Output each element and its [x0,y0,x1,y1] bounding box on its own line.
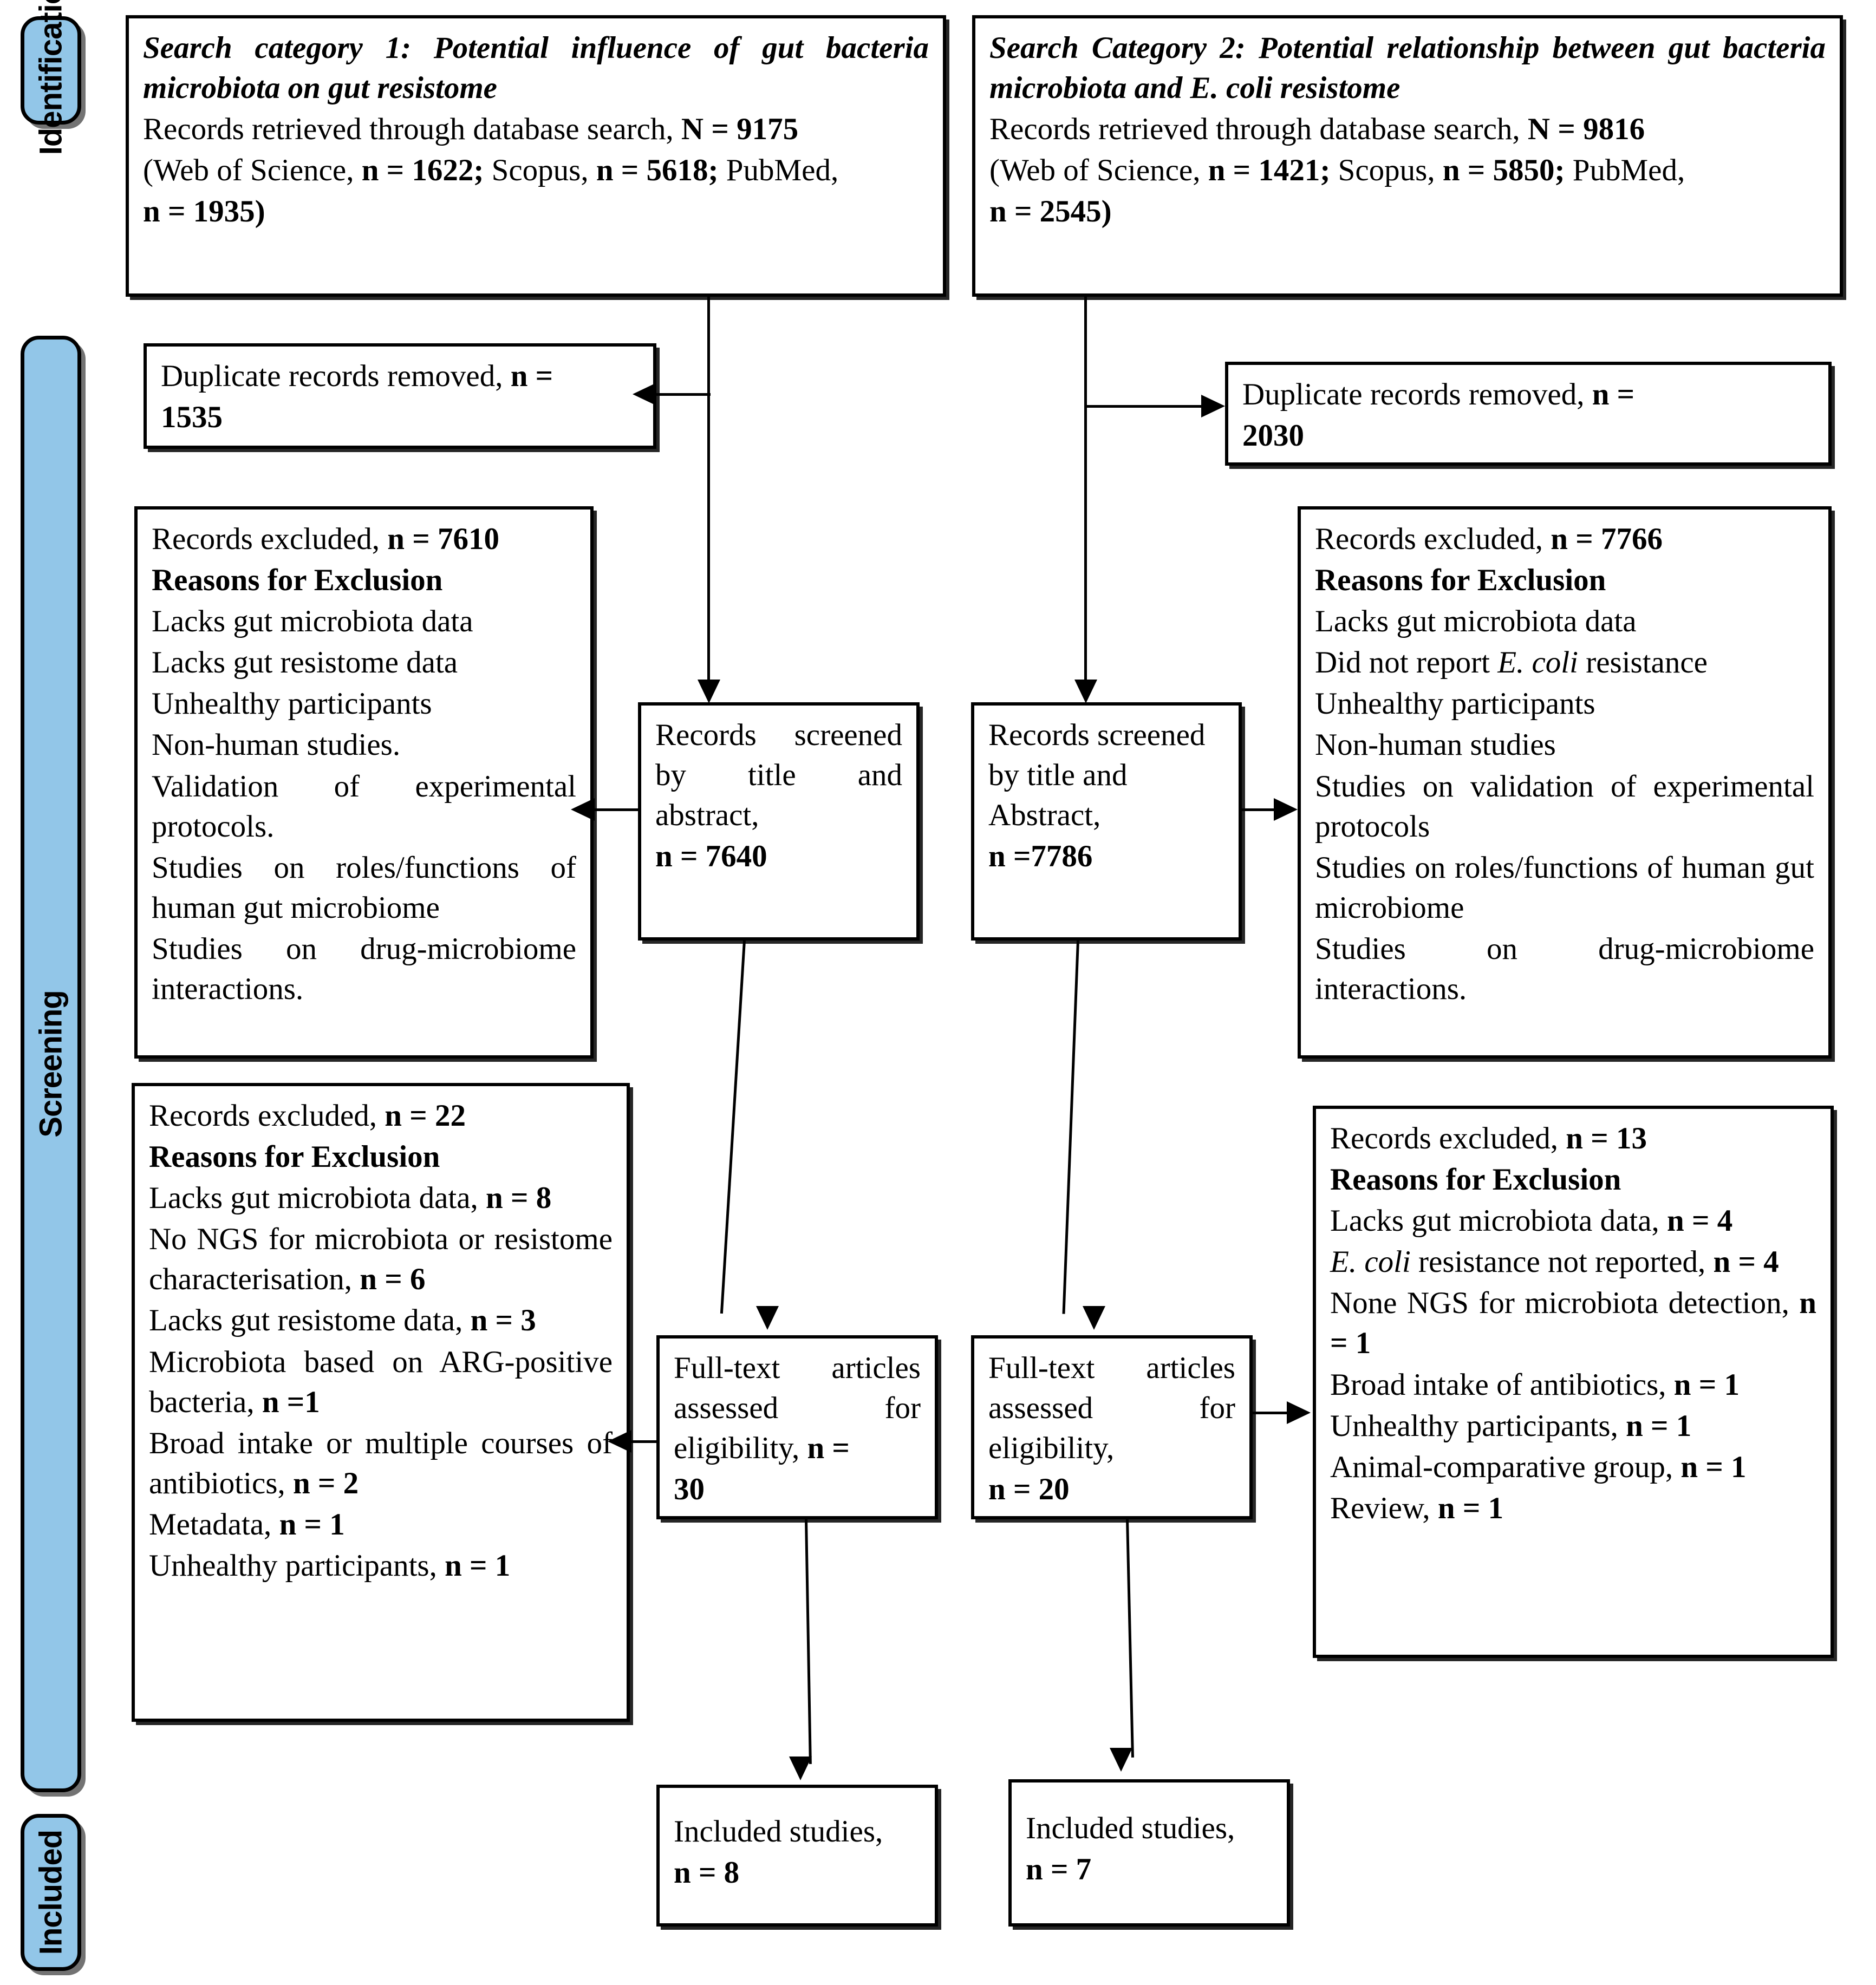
eligibility-excluded-left-reason: Lacks gut microbiota data, n = 8 [149,1181,552,1216]
search-category-2-records: Records retrieved through database searc… [989,112,1645,147]
eligibility-excluded-left-reason: Microbiota based on ARG-positive bacteri… [149,1344,613,1419]
duplicates-left-text: Duplicate records removed, n = [161,359,553,393]
eligibility-excluded-right-heading: Records excluded, n = 13 [1330,1121,1647,1155]
identification-box-right: Search Category 2: Potential relationshi… [972,15,1843,297]
search-category-1-records: Records retrieved through database searc… [143,112,799,147]
eligibility-excluded-right-reason: None NGS for microbiota detection, n = 1 [1330,1286,1816,1361]
records-screened-right-text: Records screened by title and Abstract, [988,718,1206,833]
eligibility-excluded-box-right: Records excluded, n = 13 Reasons for Exc… [1313,1106,1834,1658]
duplicates-right-text: Duplicate records removed, n = [1242,377,1635,412]
fulltext-left-text: Full-text articles assessed for eligibil… [674,1351,921,1466]
fulltext-box-left: Full-text articles assessed for eligibil… [656,1335,938,1519]
stage-label-included: Included [33,1830,69,1955]
screening-excluded-left-reason: Lacks gut resistome data [152,645,458,680]
duplicates-box-right: Duplicate records removed, n = 2030 [1225,362,1832,466]
eligibility-excluded-left-reason: No NGS for microbiota or resistome chara… [149,1222,613,1297]
screening-excluded-left-reason: Studies on roles/functions of human gut … [152,850,576,925]
screening-excluded-box-right: Records excluded, n = 7766 Reasons for E… [1298,506,1832,1059]
eligibility-excluded-right-reason: Broad intake of antibiotics, n = 1 [1330,1367,1740,1402]
included-right-label: Included studies, [1026,1811,1235,1845]
screening-excluded-right-reason: Lacks gut microbiota data [1315,604,1637,639]
fulltext-right-text: Full-text articles assessed for eligibil… [988,1351,1235,1466]
search-category-1-title: Search category 1: Potential influence o… [143,31,929,106]
screening-excluded-right-reason: Studies on validation of experimental pr… [1315,769,1814,844]
eligibility-excluded-box-left: Records excluded, n = 22 Reasons for Exc… [132,1083,630,1722]
screening-excluded-right-subheading: Reasons for Exclusion [1315,563,1606,598]
eligibility-excluded-right-reason: Review, n = 1 [1330,1491,1504,1525]
stage-bar-screening: Screening [21,336,81,1792]
duplicates-left-value: 1535 [161,400,223,435]
stage-label-identification: Identificatio [33,0,69,155]
fulltext-right-n: n = 20 [988,1472,1070,1507]
eligibility-excluded-left-subheading: Reasons for Exclusion [149,1140,440,1174]
fulltext-left-n: 30 [674,1472,705,1507]
screening-excluded-left-reason: Lacks gut microbiota data [152,604,473,639]
duplicates-right-value: 2030 [1242,419,1304,453]
screening-excluded-left-reason: Unhealthy participants [152,687,432,721]
identification-box-left: Search category 1: Potential influence o… [126,15,946,297]
screening-excluded-left-subheading: Reasons for Exclusion [152,563,443,598]
screening-excluded-right-reason-ecoli: Did not report E. coli resistance [1315,645,1708,680]
eligibility-excluded-left-heading: Records excluded, n = 22 [149,1099,466,1133]
screening-excluded-left-reason: Studies on drug-microbiome interactions. [152,931,576,1007]
duplicates-box-left: Duplicate records removed, n = 1535 [144,343,656,449]
eligibility-excluded-left-reason: Metadata, n = 1 [149,1507,345,1542]
included-left-n: n = 8 [674,1856,740,1890]
screening-excluded-box-left: Records excluded, n = 7610 Reasons for E… [134,506,594,1059]
search-category-2-sources: (Web of Science, n = 1421; Scopus, n = 5… [989,153,1685,188]
search-category-1-pubmed-n: n = 1935) [143,194,265,229]
included-box-right: Included studies, n = 7 [1008,1779,1290,1927]
screening-excluded-right-reason: Unhealthy participants [1315,687,1595,721]
search-category-2-pubmed-n: n = 2545) [989,194,1112,229]
fulltext-box-right: Full-text articles assessed for eligibil… [971,1335,1253,1519]
screening-excluded-left-reason: Validation of experimental protocols. [152,769,576,844]
screening-excluded-right-heading: Records excluded, n = 7766 [1315,522,1663,556]
stage-label-screening: Screening [33,990,69,1138]
eligibility-excluded-left-reason: Broad intake or multiple courses of anti… [149,1426,613,1500]
screening-excluded-left-heading: Records excluded, n = 7610 [152,522,499,556]
eligibility-excluded-right-reason: Lacks gut microbiota data, n = 4 [1330,1204,1733,1238]
records-screened-left-text: Records screened by title and abstract, [655,718,902,833]
screening-excluded-right-reason: Non-human studies [1315,728,1556,762]
screening-excluded-right-reason: Studies on drug-microbiome interactions. [1315,931,1814,1007]
eligibility-excluded-right-reason: Animal-comparative group, n = 1 [1330,1449,1747,1484]
included-right-n: n = 7 [1026,1852,1092,1887]
stage-bar-included: Included [21,1814,81,1971]
eligibility-excluded-left-reason: Unhealthy participants, n = 1 [149,1549,511,1583]
records-screened-box-right: Records screened by title and Abstract, … [971,702,1242,941]
eligibility-excluded-left-reason: Lacks gut resistome data, n = 3 [149,1303,536,1338]
screening-excluded-left-reason: Non-human studies. [152,728,401,762]
stage-bar-identification: Identificatio [21,0,81,155]
eligibility-excluded-right-reason-ecoli: E. coli resistance not reported, n = 4 [1330,1245,1779,1279]
records-screened-box-left: Records screened by title and abstract, … [638,702,920,941]
included-box-left: Included studies, n = 8 [656,1785,938,1927]
included-left-label: Included studies, [674,1814,883,1849]
search-category-2-title: Search Category 2: Potential relationshi… [989,31,1826,106]
records-screened-right-n: n =7786 [988,839,1093,874]
eligibility-excluded-right-subheading: Reasons for Exclusion [1330,1163,1621,1197]
screening-excluded-right-reason: Studies on roles/functions of human gut … [1315,850,1814,925]
search-category-1-sources: (Web of Science, n = 1622; Scopus, n = 5… [143,153,839,188]
records-screened-left-n: n = 7640 [655,839,767,874]
eligibility-excluded-right-reason: Unhealthy participants, n = 1 [1330,1408,1692,1443]
